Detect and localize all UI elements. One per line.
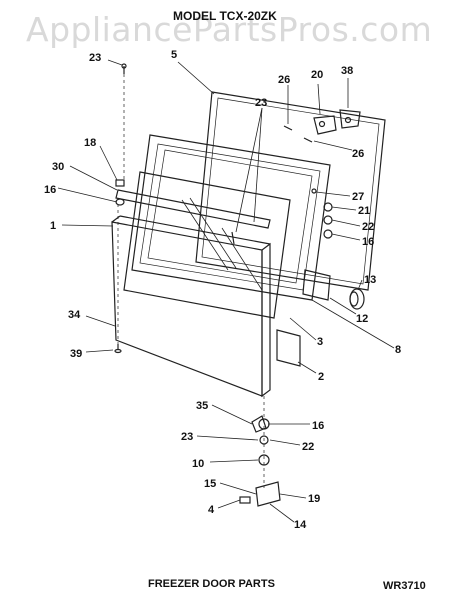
part-label-39: 39	[70, 348, 82, 360]
part-label-8: 8	[395, 344, 401, 356]
outer-door-panel	[111, 215, 271, 398]
breaker-strip	[115, 189, 271, 229]
inner-panel	[123, 171, 291, 319]
part-label-16b: 16	[362, 236, 374, 248]
part-label-12: 12	[356, 313, 368, 325]
upper-hinge	[313, 109, 361, 135]
part-label-19: 19	[308, 493, 320, 505]
part-label-16c: 16	[312, 420, 324, 432]
part-label-27: 27	[352, 191, 364, 203]
part-label-34: 34	[68, 309, 81, 321]
screw-26b	[303, 137, 313, 143]
part-label-21: 21	[358, 205, 370, 217]
part-label-16a: 16	[44, 184, 56, 196]
part-label-3: 3	[317, 336, 323, 348]
part-label-23b: 23	[255, 97, 267, 109]
screw-26a	[283, 125, 293, 131]
part-label-10: 10	[192, 458, 204, 470]
screw-23-mid	[231, 231, 235, 245]
part-label-14: 14	[294, 519, 307, 531]
part-label-13: 13	[364, 274, 376, 286]
part-label-26a: 26	[278, 74, 290, 86]
part-label-23c: 23	[181, 431, 193, 443]
model-title: MODEL TCX-20ZK	[173, 9, 277, 23]
lower-hinge	[251, 415, 281, 507]
hinge-screw	[239, 496, 251, 504]
upper-hinge-hardware	[311, 188, 333, 239]
door-handle	[349, 288, 365, 310]
screw-39	[114, 344, 122, 354]
part-label-15: 15	[204, 478, 216, 490]
part-label-22a: 22	[362, 221, 374, 233]
part-label-35: 35	[196, 400, 208, 412]
part-label-20: 20	[311, 69, 323, 81]
part-label-38: 38	[341, 65, 353, 77]
part-label-18: 18	[84, 137, 96, 149]
screw-23-top	[121, 63, 127, 74]
plug-18	[115, 179, 125, 187]
watermark: AppliancePartsPros.com	[26, 10, 433, 49]
footer-caption: FREEZER DOOR PARTS	[148, 578, 275, 590]
part-label-4: 4	[208, 504, 215, 516]
door-side-strip	[276, 329, 301, 367]
part-label-23a: 23	[89, 52, 101, 64]
part-label-22b: 22	[302, 441, 314, 453]
diagram-code: WR3710	[383, 580, 426, 592]
part-label-2: 2	[318, 371, 324, 383]
part-label-30: 30	[52, 161, 64, 173]
part-label-1: 1	[50, 220, 56, 232]
part-label-5: 5	[171, 49, 177, 61]
screw-16-left	[115, 198, 125, 206]
door-gasket	[195, 91, 386, 291]
part-label-26b: 26	[352, 148, 364, 160]
handle-bracket	[302, 269, 331, 301]
door-liner	[131, 134, 331, 301]
